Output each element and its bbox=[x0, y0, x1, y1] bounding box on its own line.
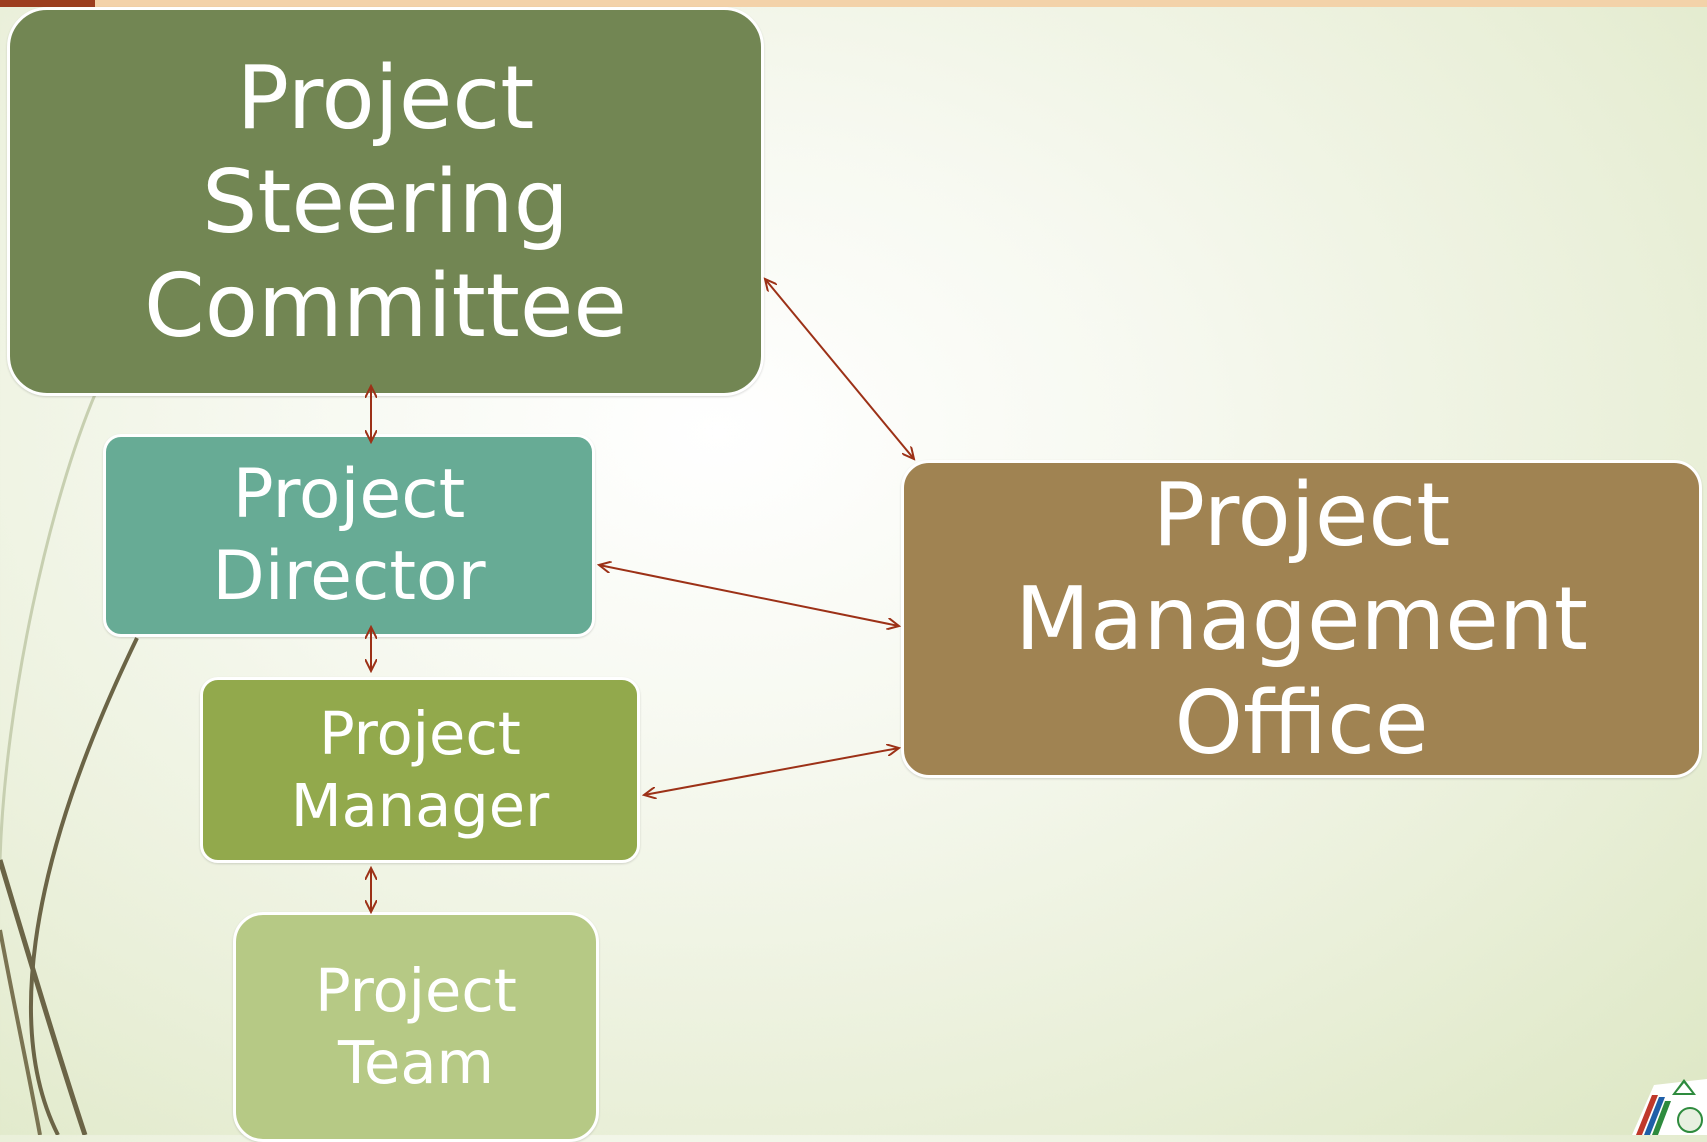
arrow-steering-pmo bbox=[765, 279, 914, 459]
background-curve-dark-3 bbox=[0, 929, 42, 1135]
background-curve-dark bbox=[29, 637, 139, 1135]
background-curve-light bbox=[0, 391, 98, 861]
slide-top-accent bbox=[0, 0, 95, 7]
arrow-manager-pmo bbox=[644, 748, 899, 795]
node-project-management-office: Project Management Office bbox=[901, 460, 1702, 778]
node-project-manager: Project Manager bbox=[200, 677, 640, 863]
slide-top-bar bbox=[0, 0, 1707, 7]
node-project-director: Project Director bbox=[103, 434, 595, 637]
node-project-team: Project Team bbox=[233, 912, 599, 1142]
background-curve-dark-2 bbox=[0, 859, 88, 1135]
organization-logo bbox=[1632, 1079, 1707, 1135]
arrow-director-pmo bbox=[599, 565, 899, 626]
node-project-steering-committee: Project Steering Committee bbox=[7, 7, 764, 396]
